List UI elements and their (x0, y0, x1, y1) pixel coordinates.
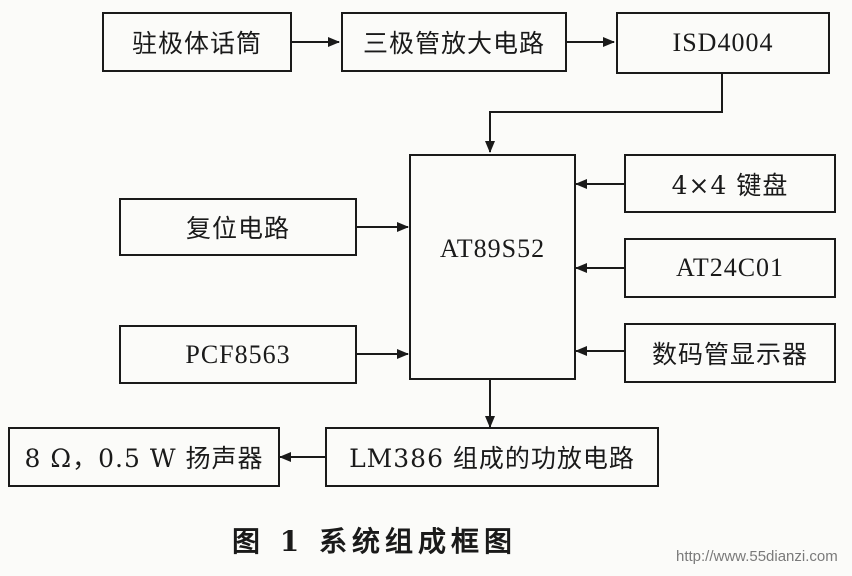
block-label-display: 数码管显示器 (651, 340, 808, 369)
block-reset-circuit: 复位电路 (119, 198, 357, 256)
block-transistor-amplifier: 三极管放大电路 (341, 12, 567, 72)
block-label-reset: 复位电路 (185, 214, 290, 243)
block-power-amplifier: LM386 组成的功放电路 (325, 427, 659, 487)
block-label-transistor-amplifier: 三极管放大电路 (362, 29, 545, 58)
watermark: http://www.55dianzi.com (676, 548, 838, 565)
block-label-keypad: 4×4 键盘 (671, 170, 789, 200)
block-rtc-pcf8563: PCF8563 (119, 325, 357, 384)
block-label-rtc: PCF8563 (185, 339, 291, 369)
block-isd4004: ISD4004 (616, 12, 830, 74)
block-label-power-amplifier: LM386 组成的功放电路 (349, 444, 635, 473)
block-label-eeprom: AT24C01 (675, 253, 785, 282)
arrow-isd-to-mcu (485, 74, 723, 153)
block-label-speaker: 8 Ω，0.5 W 扬声器 (24, 444, 264, 473)
block-label-mcu: AT89S52 (439, 234, 546, 263)
block-mcu-at89s52: AT89S52 (409, 154, 576, 380)
block-label-microphone: 驻极体话筒 (131, 29, 262, 58)
block-label-isd4004: ISD4004 (672, 28, 774, 57)
block-microphone: 驻极体话筒 (102, 12, 292, 72)
block-eeprom-at24c01: AT24C01 (624, 238, 836, 298)
figure-caption: 图 1 系统组成框图 (232, 525, 517, 558)
block-display: 数码管显示器 (624, 323, 836, 383)
block-speaker: 8 Ω，0.5 W 扬声器 (8, 427, 280, 487)
block-keypad: 4×4 键盘 (624, 154, 836, 213)
